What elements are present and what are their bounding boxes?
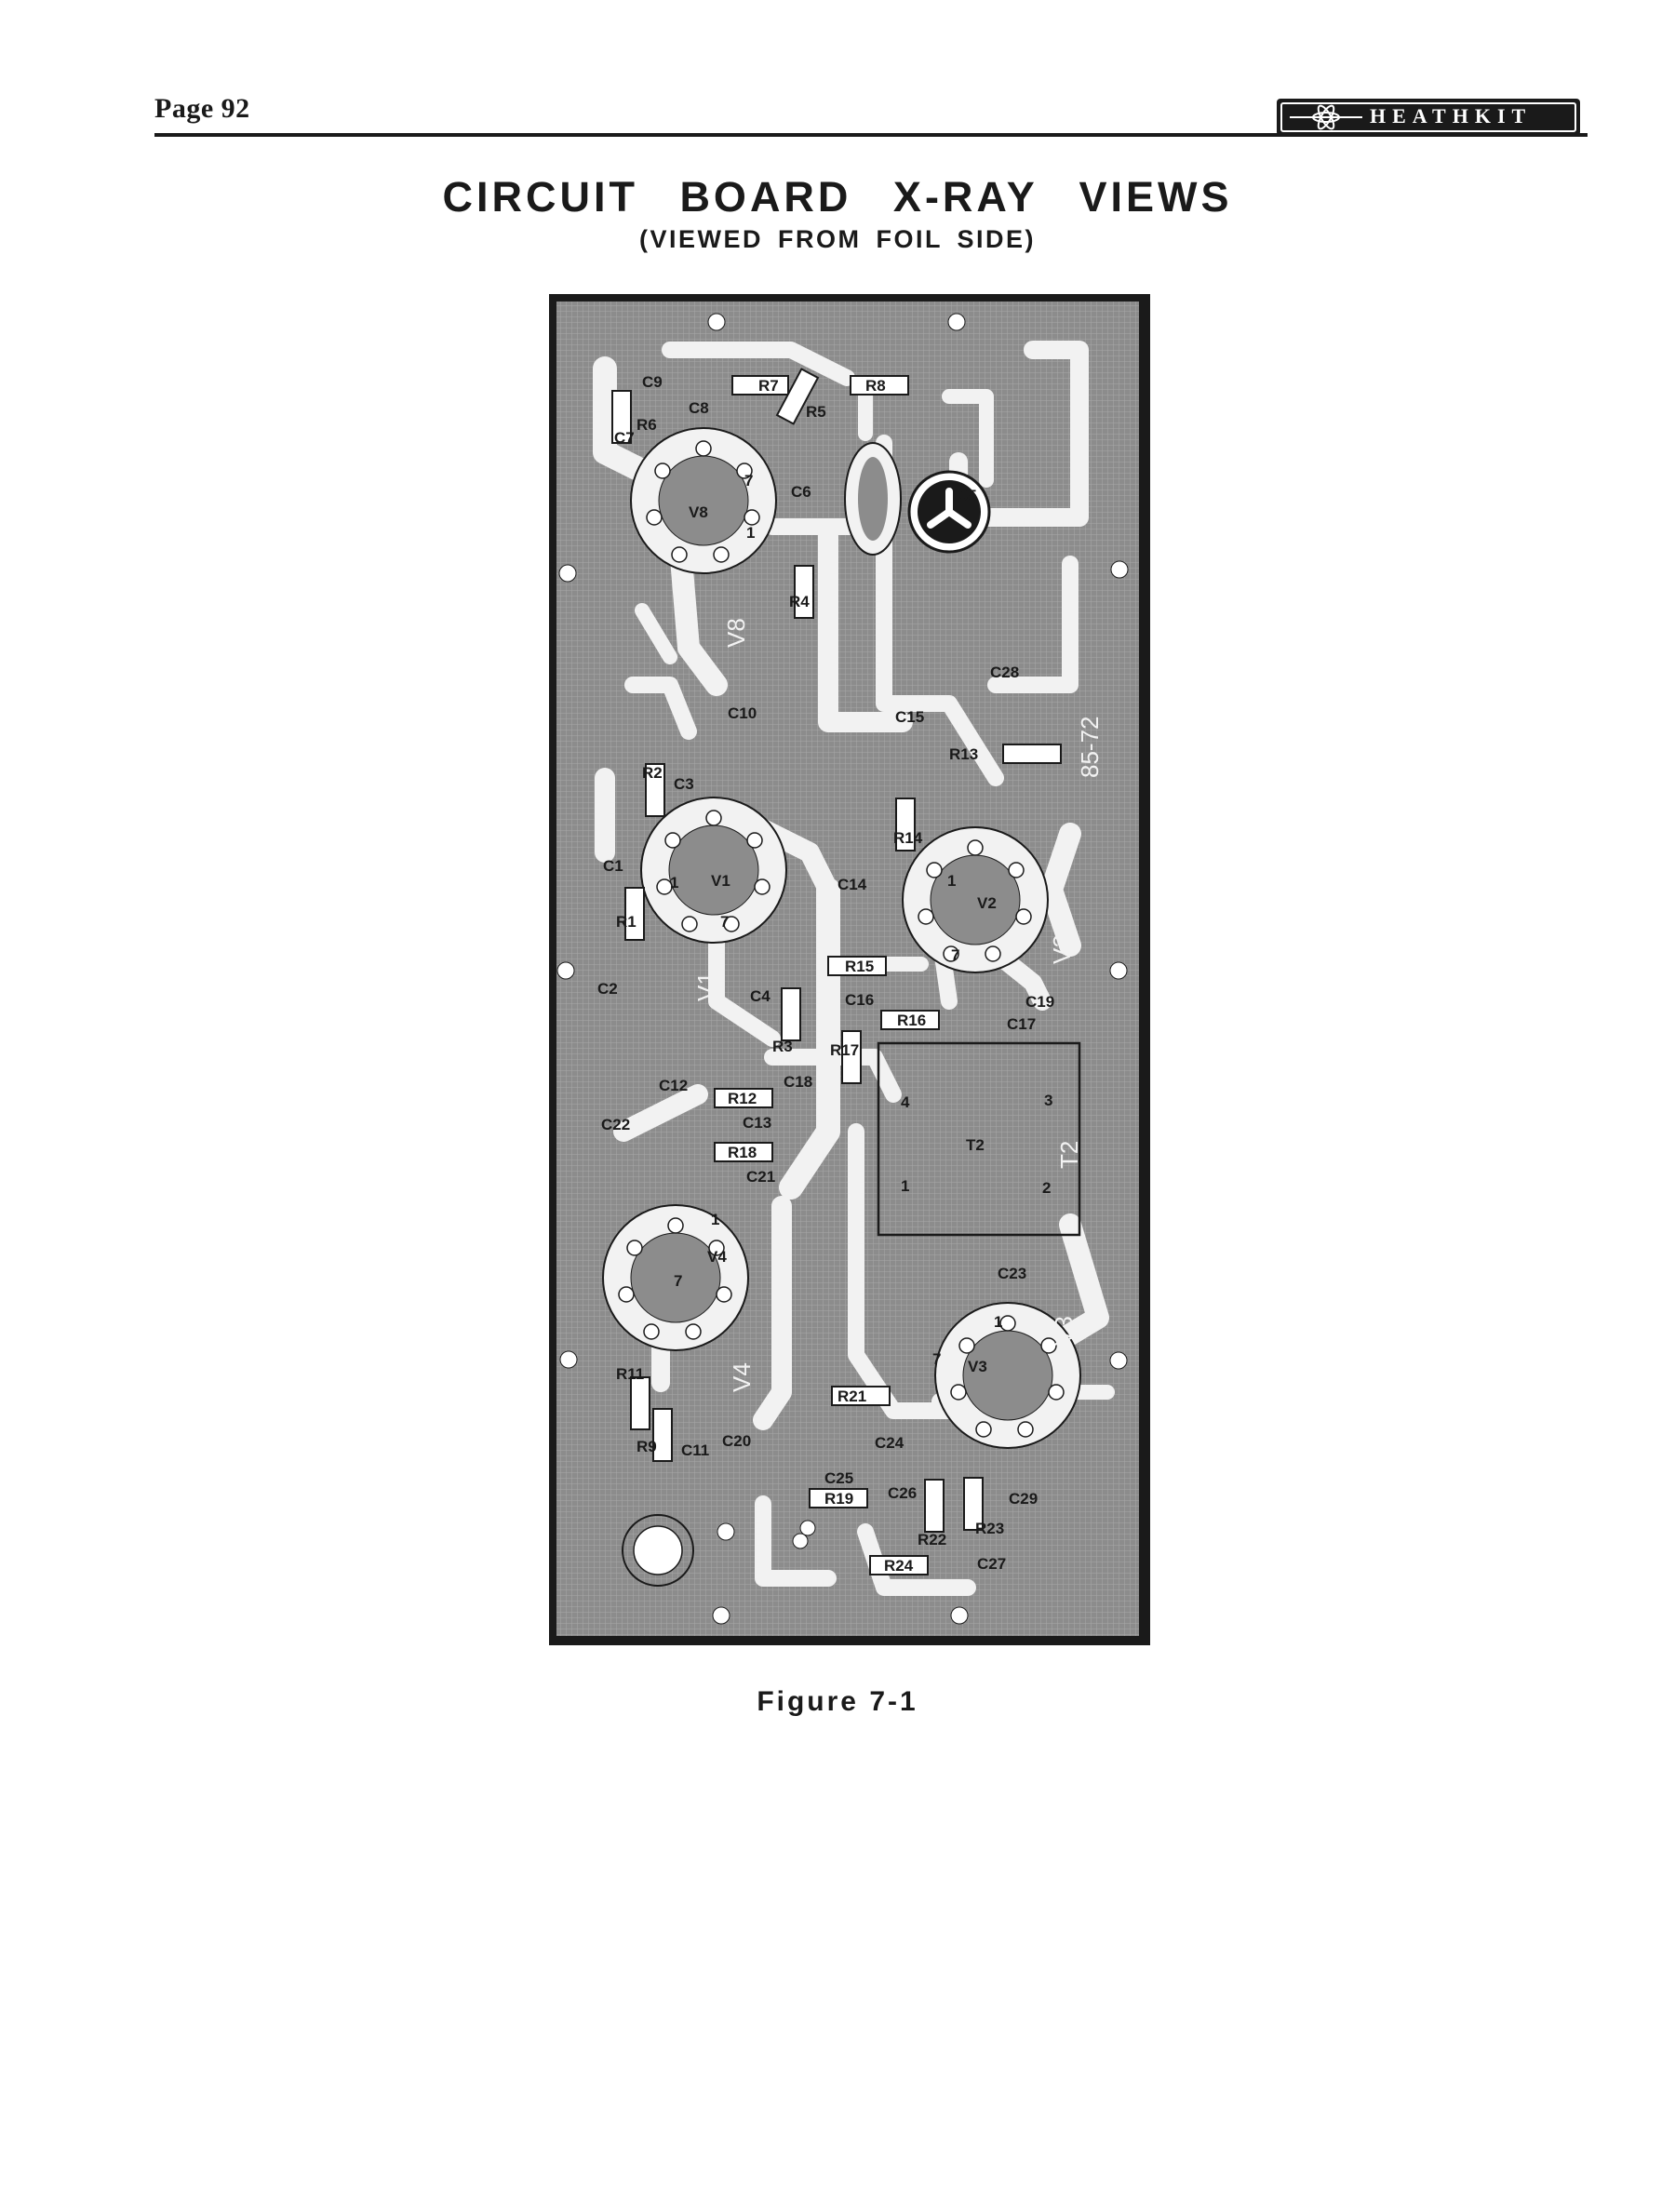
pin-v4-7: 7: [674, 1272, 682, 1290]
pin-v4-1: 1: [711, 1211, 719, 1228]
label-v8: V8: [689, 503, 708, 521]
pin-v8-7: 7: [744, 472, 753, 489]
label-r3: R3: [772, 1038, 793, 1055]
silkscreen-v2: V2: [1048, 934, 1076, 964]
pin-t2-2: 2: [1042, 1179, 1051, 1197]
pin-v8-1: 1: [746, 524, 755, 542]
label-c4: C4: [750, 987, 770, 1005]
label-c18: C18: [784, 1073, 812, 1091]
label-c6: C6: [791, 483, 811, 501]
page-subtitle: (VIEWED FROM FOIL SIDE): [639, 225, 1036, 253]
label-c1: C1: [603, 857, 623, 875]
label-r9: R9: [636, 1438, 657, 1455]
silkscreen-v4: V4: [728, 1362, 756, 1392]
circuit-board-xray: R7 R8 R5 C9 C8 C7 R6 C6 C5 V8 7 1 R4 C28…: [549, 294, 1150, 1645]
silkscreen-v8: V8: [722, 618, 750, 648]
label-c25: C25: [824, 1469, 853, 1487]
label-c10: C10: [728, 704, 757, 722]
label-c28: C28: [990, 664, 1019, 681]
label-v4: V4: [707, 1248, 727, 1266]
label-c14: C14: [838, 876, 867, 893]
pin-t2-3: 3: [1044, 1092, 1052, 1109]
label-v1: V1: [711, 872, 730, 890]
label-c2: C2: [597, 980, 618, 998]
header-rule: [154, 133, 1588, 137]
label-r16: R16: [897, 1012, 926, 1029]
pin-v1-7: 7: [720, 913, 729, 931]
pin-v1-1: 1: [670, 874, 678, 892]
silkscreen-v3: V3: [1050, 1316, 1078, 1346]
label-t2: T2: [966, 1136, 985, 1154]
label-c5: C5: [957, 487, 977, 504]
label-r4: R4: [789, 593, 810, 610]
label-r24: R24: [884, 1557, 914, 1575]
atom-emblem-icon: [1290, 104, 1362, 130]
label-c27: C27: [977, 1555, 1006, 1573]
page-title: CIRCUIT BOARD X-RAY VIEWS: [442, 173, 1233, 221]
label-r23: R23: [975, 1520, 1004, 1537]
label-c12: C12: [659, 1077, 688, 1094]
label-r15: R15: [845, 958, 874, 975]
label-r1: R1: [616, 913, 636, 931]
label-v3: V3: [968, 1358, 987, 1375]
label-c11: C11: [681, 1441, 709, 1459]
label-c19: C19: [1025, 993, 1054, 1011]
label-r12: R12: [728, 1090, 757, 1107]
label-c13: C13: [743, 1114, 771, 1132]
pin-t2-4: 4: [901, 1093, 910, 1111]
pin-v3-7: 7: [932, 1350, 941, 1368]
label-r8: R8: [865, 377, 886, 395]
label-r5: R5: [806, 403, 826, 421]
label-c3: C3: [674, 775, 694, 793]
brand-wordmark: HEATHKIT: [1370, 104, 1533, 127]
silkscreen-part-number: 85-72: [1076, 717, 1104, 779]
pin-v2-7: 7: [951, 946, 959, 964]
heathkit-logo: HEATHKIT: [1277, 99, 1580, 136]
label-r2: R2: [642, 764, 663, 782]
label-r21: R21: [838, 1388, 866, 1405]
label-c20: C20: [722, 1432, 751, 1450]
label-c22: C22: [601, 1116, 630, 1133]
page-number: Page 92: [154, 93, 250, 124]
label-c7: C7: [614, 429, 635, 447]
label-r19: R19: [824, 1490, 853, 1508]
label-c21: C21: [746, 1168, 775, 1186]
pin-v2-1: 1: [947, 872, 956, 890]
silkscreen-v1: V1: [692, 972, 720, 1001]
label-c26: C26: [888, 1484, 917, 1502]
label-c15: C15: [895, 708, 924, 726]
pin-t2-1: 1: [901, 1177, 909, 1195]
label-r14: R14: [893, 829, 923, 847]
silkscreen-t2: T2: [1055, 1141, 1083, 1169]
pin-v3-1: 1: [994, 1313, 1002, 1331]
label-r13: R13: [949, 745, 978, 763]
label-r6: R6: [636, 416, 657, 434]
label-c17: C17: [1007, 1015, 1036, 1033]
figure-caption: Figure 7-1: [757, 1686, 918, 1717]
label-c29: C29: [1009, 1490, 1038, 1508]
label-c23: C23: [998, 1265, 1026, 1282]
label-r17: R17: [830, 1041, 859, 1059]
label-c24: C24: [875, 1434, 904, 1452]
label-v2: V2: [977, 894, 997, 912]
label-r11: R11: [616, 1365, 644, 1383]
label-c8: C8: [689, 399, 709, 417]
label-r22: R22: [918, 1531, 946, 1548]
label-c16: C16: [845, 991, 874, 1009]
label-r7: R7: [758, 377, 779, 395]
label-c9: C9: [642, 373, 663, 391]
label-r18: R18: [728, 1144, 757, 1161]
